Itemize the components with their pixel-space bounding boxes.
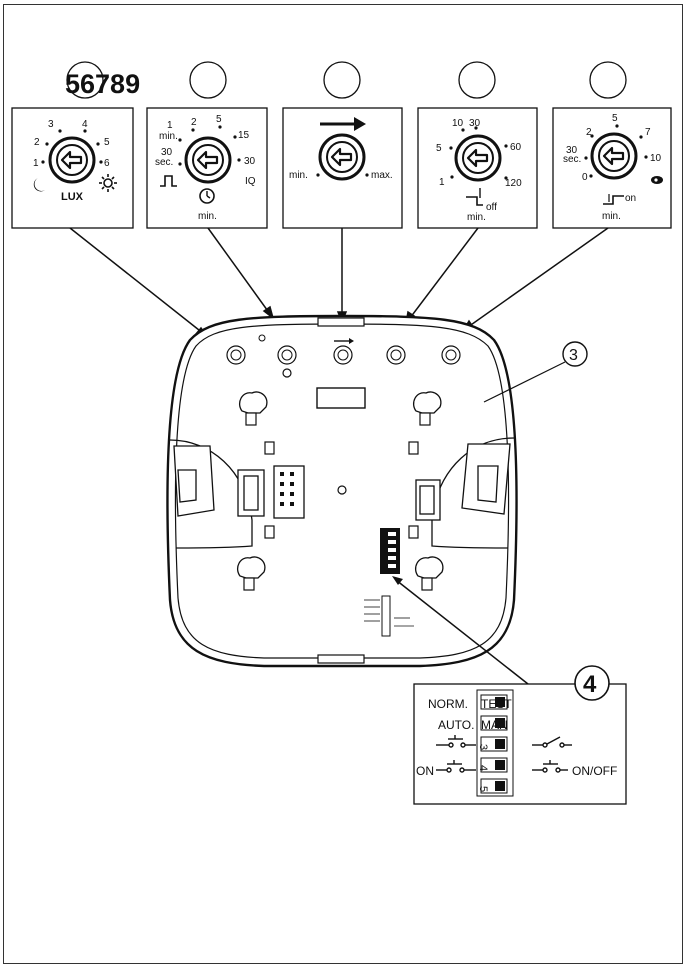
- pulse-icon: [160, 175, 177, 187]
- callout-dip: 4: [583, 671, 597, 698]
- callout-circle-5: [589, 61, 627, 99]
- svg-text:sec.: sec.: [155, 157, 173, 168]
- svg-text:5: 5: [216, 114, 222, 125]
- svg-text:min.: min.: [602, 211, 621, 222]
- svg-text:4: 4: [82, 119, 88, 130]
- dial-time: 1 min. 30 sec. 2 5 15 30 IQ min.: [146, 107, 268, 229]
- dial-off-delay: 10 30 5 60 1 120 off min.: [417, 107, 538, 229]
- svg-text:sec.: sec.: [563, 154, 581, 165]
- svg-text:6: 6: [104, 158, 110, 169]
- svg-text:3: 3: [477, 744, 489, 750]
- eye-icon: [651, 176, 663, 184]
- svg-text:TEST: TEST: [481, 697, 512, 711]
- svg-text:3: 3: [48, 119, 54, 130]
- switch-icon: [532, 736, 572, 748]
- dip-norm-label: NORM.: [428, 697, 468, 711]
- step-off-icon: [466, 196, 483, 206]
- svg-text:MAN: MAN: [481, 718, 508, 732]
- svg-text:3: 3: [569, 347, 578, 364]
- callout-circle-2: [189, 61, 227, 99]
- svg-text:5: 5: [104, 137, 110, 148]
- svg-text:IQ: IQ: [245, 176, 256, 187]
- callout-housing: 3: [483, 341, 588, 403]
- pushbutton-on-icon: [436, 760, 476, 773]
- svg-text:1: 1: [167, 120, 173, 131]
- svg-text:5: 5: [436, 143, 442, 154]
- pushbutton-onoff-icon: [532, 760, 568, 773]
- svg-text:0: 0: [582, 172, 588, 183]
- number-callout: 56789: [65, 61, 140, 99]
- arrow-right-icon: [320, 117, 366, 131]
- step-on-icon: [603, 195, 624, 205]
- svg-text:15: 15: [238, 130, 250, 141]
- svg-text:2: 2: [34, 137, 40, 148]
- left-mechanism: [169, 439, 305, 549]
- device-dip-switch: [364, 528, 414, 637]
- svg-text:30: 30: [161, 147, 173, 158]
- manual-page: [3, 4, 683, 964]
- svg-text:1: 1: [33, 158, 39, 169]
- dial-lux: 1 2 3 4 5 6 LUX: [11, 107, 134, 229]
- svg-text:30: 30: [244, 156, 256, 167]
- svg-text:min.: min.: [467, 212, 486, 223]
- callout-circle-4: [458, 61, 496, 99]
- leader-lines: [69, 227, 609, 339]
- svg-text:5: 5: [612, 113, 618, 124]
- sun-icon: [99, 174, 117, 192]
- svg-text:30: 30: [566, 145, 578, 156]
- svg-text:LUX: LUX: [61, 191, 84, 203]
- dip-auto-label: AUTO.: [438, 718, 474, 732]
- dip-leader: [392, 576, 529, 685]
- svg-text:on: on: [625, 193, 636, 204]
- svg-text:1: 1: [439, 177, 445, 188]
- svg-text:10: 10: [650, 153, 662, 164]
- device-dials: [226, 334, 461, 378]
- svg-text:min.: min.: [289, 170, 308, 181]
- callout-circle-3: [323, 61, 361, 99]
- svg-text:max.: max.: [371, 170, 393, 181]
- svg-text:7: 7: [645, 127, 651, 138]
- svg-text:min.: min.: [198, 211, 217, 222]
- svg-text:min.: min.: [159, 131, 178, 142]
- on-label: ON: [416, 764, 434, 778]
- dial-on-delay: 5 2 7 30 sec. 10 0 on min.: [552, 107, 672, 229]
- dip-panel: 4 NORM. TEST AUTO. MAN 3 4 5: [413, 665, 627, 805]
- svg-text:60: 60: [510, 142, 522, 153]
- number-label: 56789: [65, 69, 140, 99]
- svg-text:120: 120: [505, 178, 522, 189]
- pushbutton-icon: [436, 735, 476, 748]
- clock-icon: [199, 188, 215, 204]
- device-tabs: [264, 441, 419, 539]
- onoff-label: ON/OFF: [572, 764, 617, 778]
- right-mechanism: [415, 437, 515, 549]
- svg-text:30: 30: [469, 118, 481, 129]
- svg-text:off: off: [486, 202, 497, 213]
- svg-text:2: 2: [586, 127, 592, 138]
- svg-text:5: 5: [477, 786, 489, 792]
- svg-text:2: 2: [191, 117, 197, 128]
- dial-range: min. max.: [282, 107, 403, 229]
- svg-text:4: 4: [477, 765, 489, 771]
- svg-text:10: 10: [452, 118, 464, 129]
